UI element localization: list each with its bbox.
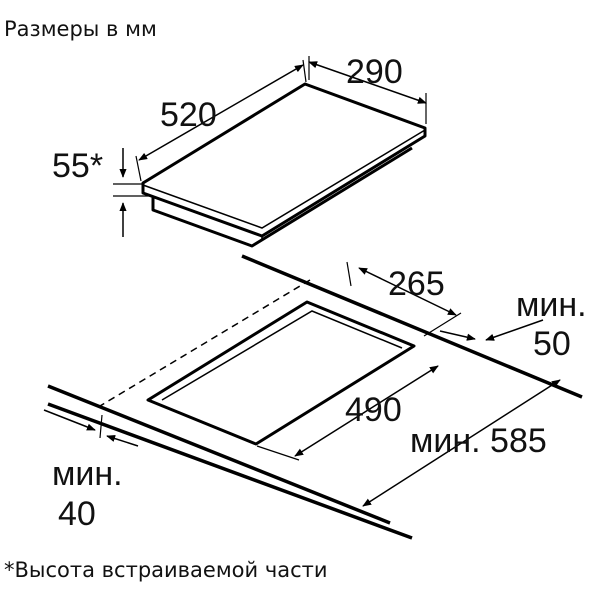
cutout-width-value: 265 xyxy=(388,265,445,303)
built-in-height-value: 55* xyxy=(52,147,103,185)
hob-outline xyxy=(141,82,427,248)
dimension-hob-width: 290 xyxy=(308,53,427,124)
min-rear-label: мин. xyxy=(516,286,587,324)
dimension-hob-depth: 520 xyxy=(135,59,307,182)
min-worktop-depth-value: мин. 585 xyxy=(410,422,547,460)
diagram-title: Размеры в мм xyxy=(4,17,157,41)
worktop xyxy=(47,254,583,540)
footnote: *Высота встраиваемой части xyxy=(4,558,328,582)
dimension-built-in-height: 55* xyxy=(52,147,153,237)
dimension-cutout-width: 265 xyxy=(346,261,462,337)
dimension-min-worktop-depth: мин. 585 xyxy=(362,379,561,507)
min-front-label: мин. xyxy=(52,455,123,493)
min-front-value: 40 xyxy=(58,495,96,533)
cutout-depth-value: 490 xyxy=(345,391,402,429)
min-rear-value: 50 xyxy=(533,325,571,363)
hob-width-value: 290 xyxy=(346,53,403,91)
cutout-opening xyxy=(146,300,416,446)
dimension-min-rear: мин. 50 xyxy=(439,286,587,363)
dimension-min-front: мин. 40 xyxy=(43,409,139,533)
hob-depth-value: 520 xyxy=(160,96,217,134)
